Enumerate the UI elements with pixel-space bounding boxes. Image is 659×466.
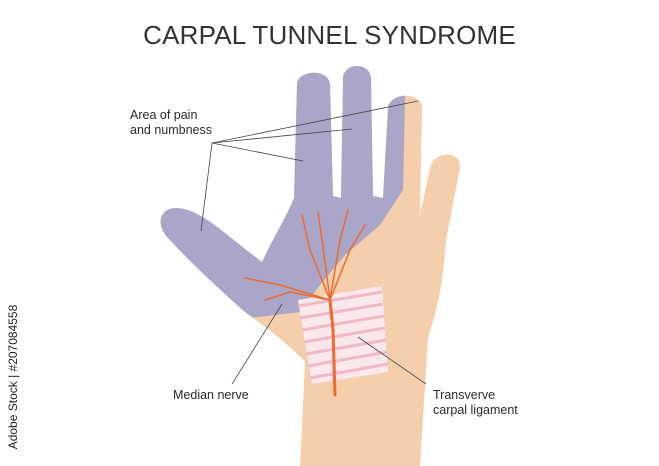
ligament-label: Transverve carpal ligament (433, 388, 518, 418)
median-nerve (244, 209, 366, 397)
median-nerve-label: Median nerve (173, 388, 249, 402)
pain-area-label: Area of pain and numbness (130, 108, 212, 138)
ligament-label-line2: carpal ligament (433, 403, 518, 417)
stock-credit: Adobe Stock | #207084558 (6, 304, 20, 450)
transverse-carpal-ligament (297, 286, 389, 384)
pain-label-line2: and numbness (130, 123, 213, 137)
ligament-label-line1: Transverve (433, 388, 496, 402)
diagram-title: CARPAL TUNNEL SYNDROME (143, 20, 516, 50)
pain-label-line1: Area of pain (130, 108, 198, 122)
leader-lines (200, 100, 427, 385)
